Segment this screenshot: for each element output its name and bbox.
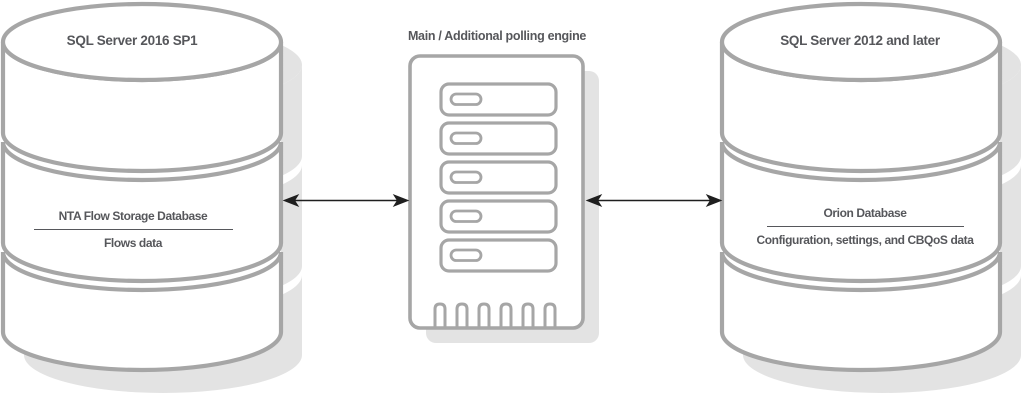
server-pin	[477, 302, 491, 328]
arrowhead-left	[585, 193, 603, 208]
right-database-description: Configuration, settings, and CBQoS data	[756, 233, 974, 247]
arrow-left-db-to-server	[282, 193, 410, 208]
arrowhead-right	[705, 193, 723, 208]
label-divider	[766, 226, 964, 227]
server-icon	[408, 54, 585, 330]
arrowhead-left	[282, 193, 300, 208]
server-slot	[439, 160, 558, 195]
server-slot-pill	[449, 170, 483, 184]
server-slot-pill	[449, 131, 483, 145]
server-slots	[439, 82, 558, 273]
left-database-description: Flows data	[103, 236, 162, 250]
arrow-server-to-right-db	[585, 193, 723, 208]
server-slot	[439, 121, 558, 156]
left-database-title: SQL Server 2016 SP1	[66, 33, 198, 48]
server-slot	[439, 199, 558, 234]
server-slot	[439, 238, 558, 273]
right-database-title: SQL Server 2012 and later	[780, 33, 940, 48]
label-divider	[33, 229, 233, 230]
server-pin	[543, 302, 557, 328]
right-database-label: Orion Database Configuration, settings, …	[730, 206, 1000, 247]
server-pin	[433, 302, 447, 328]
server-title: Main / Additional polling engine	[407, 29, 587, 43]
server-slot-pill	[449, 209, 483, 223]
right-database-icon	[719, 1, 1003, 373]
right-database-name: Orion Database	[823, 206, 907, 220]
server-pin	[455, 302, 469, 328]
server-slot-pill	[449, 248, 483, 262]
arrowhead-right	[392, 193, 410, 208]
left-database-icon	[0, 1, 284, 373]
server-slot	[439, 82, 558, 117]
server-slot-pill	[449, 92, 483, 106]
server-pin	[499, 302, 513, 328]
server-slot-pills	[449, 92, 483, 262]
left-database-label: NTA Flow Storage Database Flows data	[0, 209, 268, 250]
server-pin	[521, 302, 535, 328]
left-database-name: NTA Flow Storage Database	[58, 209, 208, 223]
server-pins	[433, 302, 557, 328]
